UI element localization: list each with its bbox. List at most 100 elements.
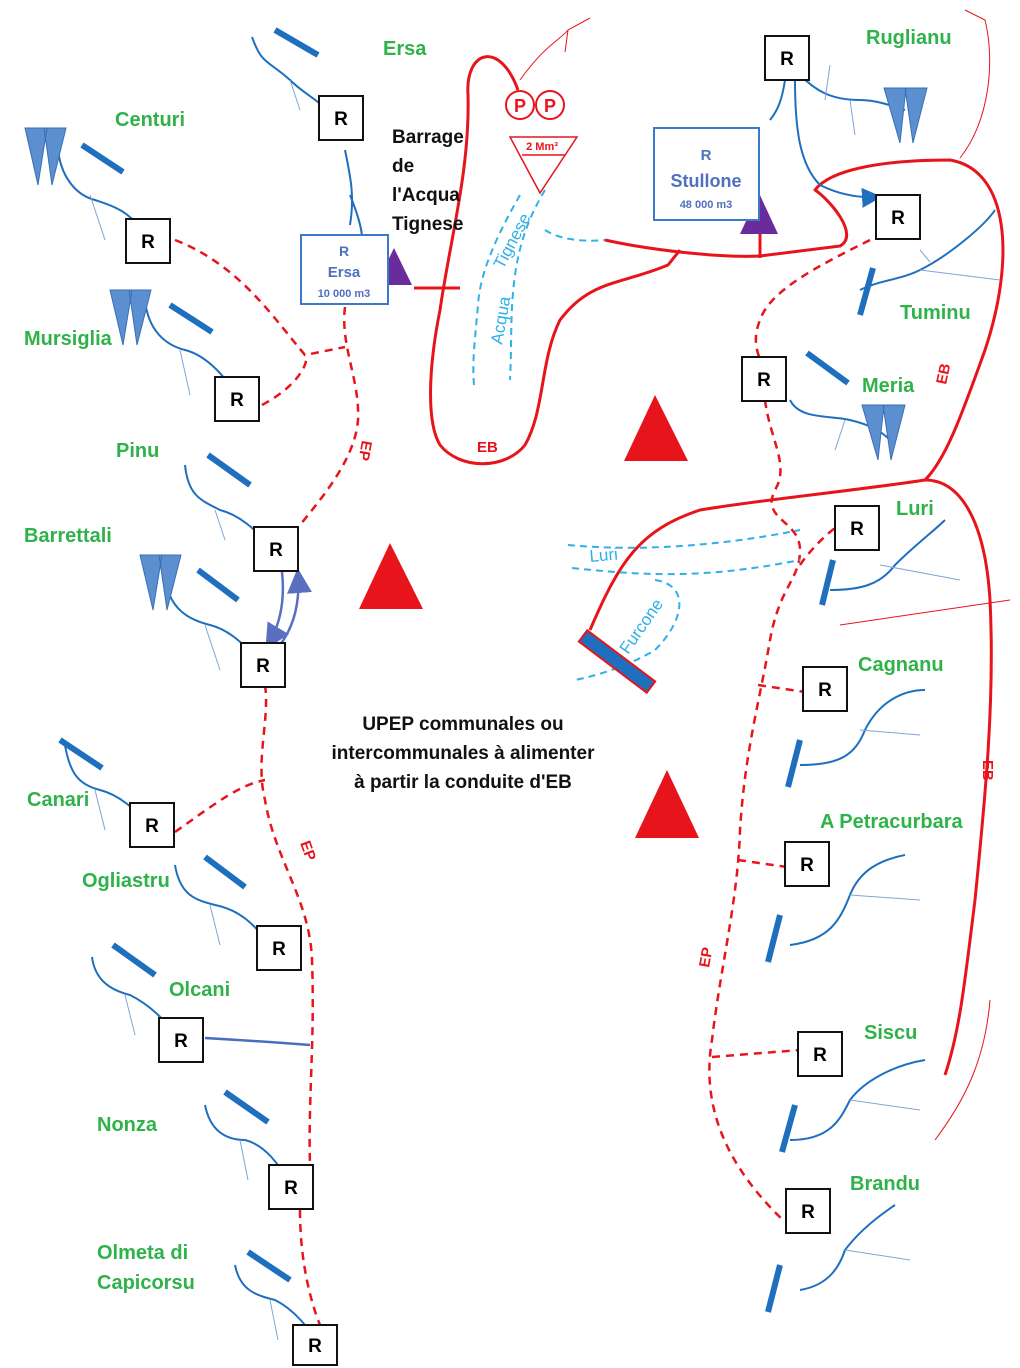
rivers [472, 189, 801, 681]
reservoir-box-centuri [125, 218, 171, 264]
village-labels: Ersa Centuri Mursiglia Pinu Barrettali C… [24, 27, 971, 1294]
dam-volume-label: 2 Mm³ [526, 141, 558, 153]
r-label-canari: R [145, 816, 159, 837]
intake-bar-nonza [223, 1089, 270, 1125]
intake-bar-olcani [111, 942, 157, 978]
village-nonza: Nonza [97, 1114, 158, 1136]
intake-bar-mursiglia [168, 302, 214, 335]
village-olmeta-line2: Capicorsu [97, 1272, 195, 1294]
r-label-barrettali: R [256, 656, 270, 677]
village-pinu: Pinu [116, 440, 159, 462]
r-label-olcani: R [174, 1031, 188, 1052]
ep-label-right: EP [696, 946, 716, 969]
intake-bar-barrettali [196, 567, 240, 603]
village-barrettali: Barrettali [24, 525, 112, 547]
reservoir-box-mursiglia [214, 376, 260, 422]
intake-bar-brandu [765, 1264, 783, 1313]
caption-line3: à partir la conduite d'EB [354, 772, 572, 793]
furcone-dam [577, 628, 657, 695]
village-luri: Luri [896, 498, 934, 520]
intake-bar-tuminu [857, 267, 876, 316]
reservoir-box-olcani [158, 1017, 204, 1063]
village-olmeta-line1: Olmeta di [97, 1242, 188, 1264]
r-label-nonza: R [284, 1178, 298, 1199]
reservoir-box-ogliastru [256, 925, 302, 971]
village-tuminu: Tuminu [900, 302, 971, 324]
well-icon-ruglianu [883, 87, 928, 144]
r-label-centuri: R [141, 232, 155, 253]
reservoir-stullone-volume: 48 000 m3 [680, 199, 733, 211]
reservoir-box-olmeta [292, 1324, 338, 1366]
eb-label-dam: EB [477, 439, 498, 456]
caption-line1: UPEP communales ou [362, 714, 563, 735]
transfer-arrows [265, 568, 312, 650]
caption-line2: intercommunales à alimenter [332, 743, 596, 764]
reservoir-box-meria [741, 356, 787, 402]
well-icon-mursiglia [109, 289, 152, 346]
ep-label-lower-left: EP [296, 839, 319, 864]
eb-conduit [414, 55, 1005, 1076]
dam-title: Barrage de l'Acqua Tignese [392, 127, 464, 235]
r-label-siscu: R [813, 1045, 827, 1066]
dam-title-line1: Barrage [392, 127, 464, 148]
well-icon-meria [861, 404, 906, 461]
eb-label-right: EB [979, 760, 996, 781]
reservoir-ersa-letter: R [339, 243, 349, 259]
r-label-petracurbara: R [800, 855, 814, 876]
village-meria: Meria [862, 375, 915, 397]
reservoir-box-luri [834, 505, 880, 551]
intake-bar-ersa [273, 27, 320, 58]
reservoir-box-barrettali [240, 642, 286, 688]
village-centuri: Centuri [115, 109, 185, 131]
r-label-ogliastru: R [272, 939, 286, 960]
r-label-cagnanu: R [818, 680, 832, 701]
reservoir-box-brandu [785, 1188, 831, 1234]
pump-icon-1 [505, 90, 535, 120]
reservoir-boxes [125, 35, 921, 1366]
river-label-luri: Luri [589, 545, 619, 566]
reservoir-box-ersa [318, 95, 364, 141]
r-label-ersa: R [334, 109, 348, 130]
upep-triangle-3 [635, 770, 699, 838]
reservoir-ersa-volume: 10 000 m3 [318, 288, 371, 300]
village-olcani: Olcani [169, 979, 230, 1001]
village-petracurbara: A Petracurbara [820, 811, 964, 833]
ep-pipes [174, 238, 871, 1326]
intake-bars [58, 27, 876, 1313]
upep-triangles [359, 395, 699, 838]
eb-label-loop: EB [933, 362, 954, 386]
ep-label-upper-left: EP [355, 439, 375, 462]
village-ogliastru: Ogliastru [82, 870, 170, 892]
pipe-labels: EB EB EB EP EP EP [296, 362, 996, 969]
reservoir-box-nonza [268, 1164, 314, 1210]
reservoir-box-petracurbara [784, 841, 830, 887]
wells-icons [24, 87, 928, 611]
reservoir-letters: R R R R R R R R R R R R R R R R R R [141, 49, 905, 1357]
village-cagnanu: Cagnanu [858, 654, 944, 676]
reservoir-stullone: R Stullone 48 000 m3 [653, 127, 760, 221]
intake-bar-meria [805, 350, 850, 386]
reservoir-box-pinu [253, 526, 299, 572]
village-brandu: Brandu [850, 1173, 920, 1195]
intake-bar-ogliastru [203, 854, 247, 890]
upep-triangle-2 [359, 543, 423, 609]
r-label-mursiglia: R [230, 390, 244, 411]
river-label-acqua: Acqua [487, 294, 514, 345]
upep-triangle-1 [624, 395, 688, 461]
reservoir-box-siscu [797, 1031, 843, 1077]
well-icon-centuri [24, 127, 67, 186]
river-label-furcone: Furcone [616, 595, 667, 657]
pump-label-1: P [514, 96, 526, 116]
r-label-tuminu: R [891, 208, 905, 229]
r-label-brandu: R [801, 1202, 815, 1223]
dam-title-line4: Tignese [392, 214, 463, 235]
intake-bar-petracurbara [765, 914, 783, 963]
reservoir-box-ruglianu [764, 35, 810, 81]
pump-label-2: P [544, 96, 556, 116]
caption: UPEP communales ou intercommunales à ali… [332, 714, 596, 793]
well-icon-barrettali [139, 554, 182, 611]
r-label-pinu: R [269, 540, 283, 561]
reservoir-stullone-letter: R [701, 147, 712, 164]
intake-bar-centuri [80, 142, 125, 175]
village-ruglianu: Ruglianu [866, 27, 952, 49]
